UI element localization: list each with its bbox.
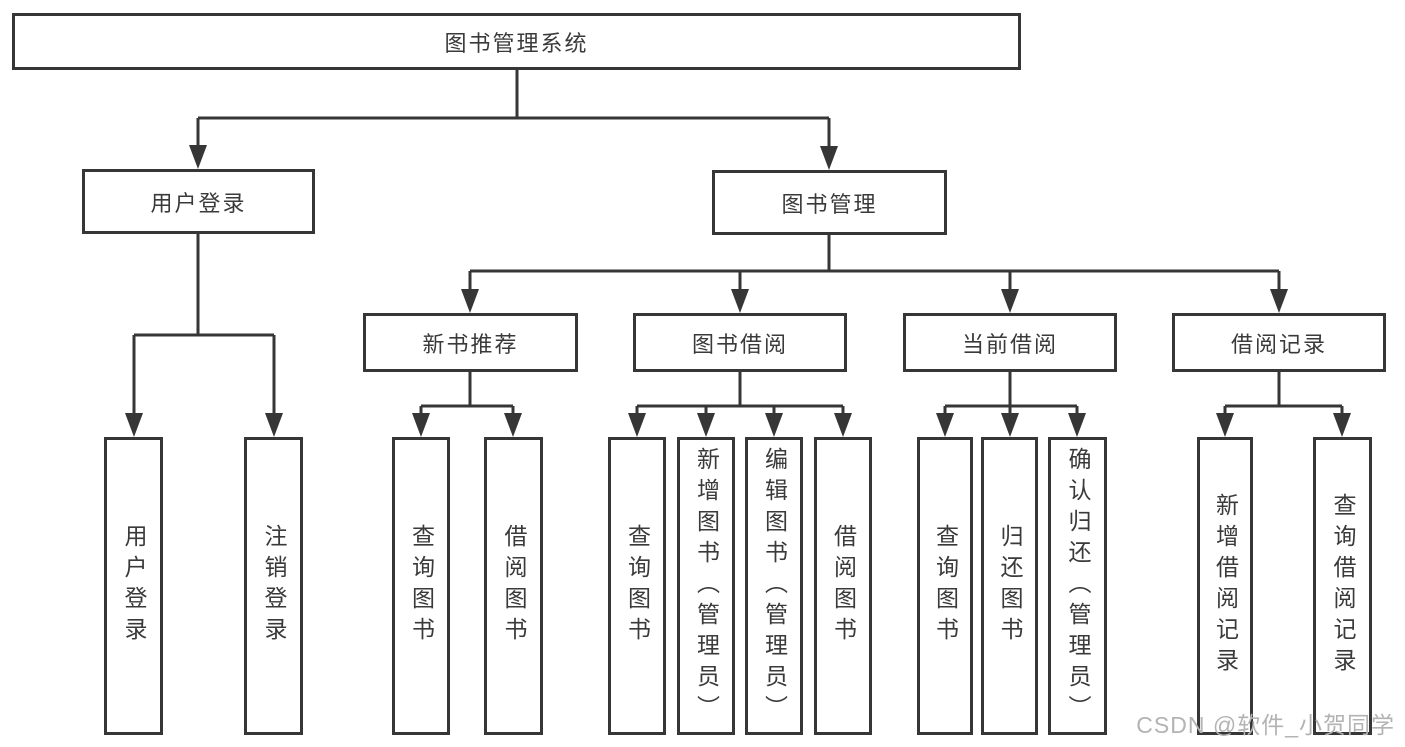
leaf-cb-query-books-label: 查询图书 [932, 524, 959, 648]
node-current-borrowing: 当前借阅 [903, 313, 1117, 372]
node-borrow-records: 借阅记录 [1172, 313, 1386, 372]
leaf-bb-borrow-books: 借阅图书 [814, 437, 872, 735]
leaf-bb-query-books-label: 查询图书 [624, 524, 651, 648]
node-book-borrowing: 图书借阅 [633, 313, 847, 372]
leaf-bb-edit-books-admin-label: 编辑图书（管理员） [761, 446, 788, 726]
leaf-cb-return-books: 归还图书 [981, 437, 1038, 735]
node-new-book-recommend: 新书推荐 [363, 313, 578, 372]
leaf-bb-query-books: 查询图书 [608, 437, 666, 735]
leaf-br-add-record: 新增借阅记录 [1197, 437, 1253, 735]
leaf-br-query-record-label: 查询借阅记录 [1330, 493, 1356, 679]
leaf-nb-query-books-label: 查询图书 [408, 524, 435, 648]
leaf-nb-borrow-books: 借阅图书 [484, 437, 543, 735]
leaf-user-login: 用户登录 [104, 437, 163, 735]
leaf-cb-confirm-return-admin: 确认归还（管理员） [1048, 437, 1107, 735]
leaf-cb-confirm-return-admin-label: 确认归还（管理员） [1065, 446, 1091, 726]
leaf-bb-add-books-admin-label: 新增图书（管理员） [693, 446, 720, 726]
leaf-bb-edit-books-admin: 编辑图书（管理员） [745, 437, 803, 735]
leaf-nb-borrow-books-label: 借阅图书 [501, 524, 527, 648]
node-user-login: 用户登录 [82, 169, 315, 234]
leaf-br-add-record-label: 新增借阅记录 [1212, 493, 1239, 679]
leaf-cb-query-books: 查询图书 [917, 437, 973, 735]
leaf-bb-add-books-admin: 新增图书（管理员） [677, 437, 735, 735]
leaf-logout: 注销登录 [244, 437, 303, 735]
leaf-br-query-record: 查询借阅记录 [1313, 437, 1372, 735]
leaf-logout-label: 注销登录 [261, 524, 287, 648]
leaf-nb-query-books: 查询图书 [392, 437, 450, 735]
leaf-bb-borrow-books-label: 借阅图书 [830, 524, 857, 648]
leaf-cb-return-books-label: 归还图书 [997, 524, 1023, 648]
node-root: 图书管理系统 [12, 13, 1021, 70]
watermark-text: CSDN @软件_小贺同学 [1136, 712, 1395, 738]
node-book-management: 图书管理 [712, 170, 947, 235]
leaf-user-login-label: 用户登录 [121, 524, 147, 648]
